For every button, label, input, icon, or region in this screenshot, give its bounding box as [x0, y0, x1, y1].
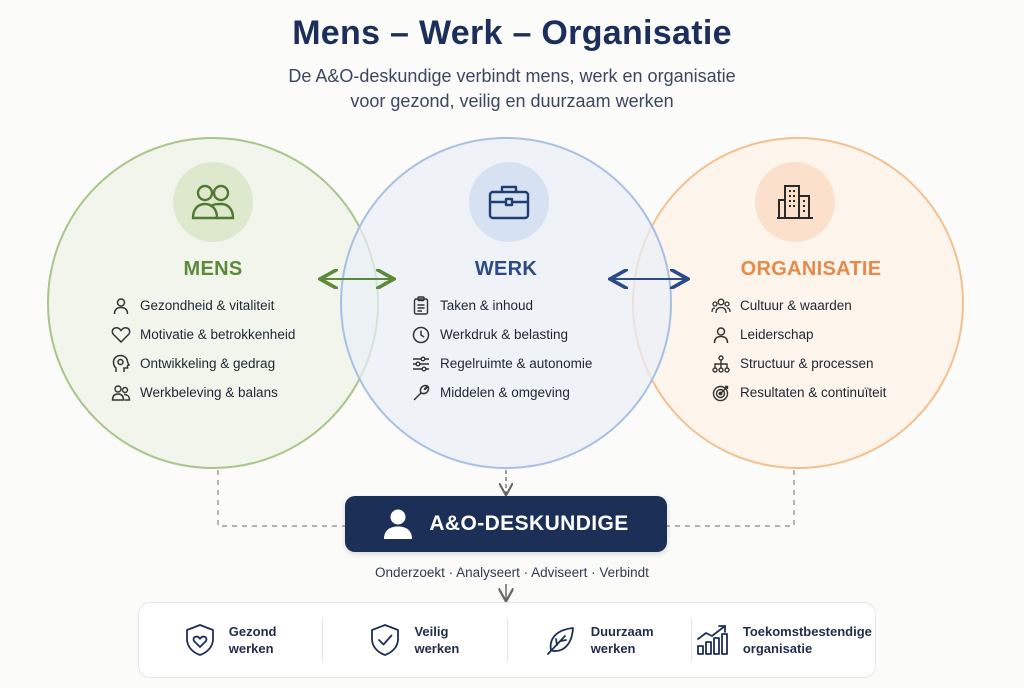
page-subtitle: De A&O-deskundige verbindt mens, werk en…: [0, 64, 1024, 114]
item-label: Structuur & processen: [740, 356, 874, 371]
item-label: Taken & inhoud: [440, 298, 534, 313]
outcome-label-line2: werken: [228, 641, 274, 656]
item-label: Motivatie & betrokkenheid: [140, 327, 296, 342]
mens-item-list: Gezondheid & vitaliteit Motivatie & betr…: [110, 291, 295, 407]
subtitle-line-1: De A&O-deskundige verbindt mens, werk en…: [288, 66, 736, 86]
person-icon: [383, 508, 413, 540]
expert-label: A&O-DESKUNDIGE: [429, 512, 629, 535]
sliders-icon: [410, 354, 432, 374]
clock-icon: [410, 325, 432, 345]
list-item: Resultaten & continuïteit: [710, 378, 886, 407]
item-label: Leiderschap: [740, 327, 814, 342]
list-item: Werkbeleving & balans: [110, 378, 295, 407]
outcomes-bar: Gezond werken Veilig werken Duurzaam wer…: [138, 602, 876, 678]
shield-heart-icon: [185, 623, 215, 657]
page-title: Mens – Werk – Organisatie: [292, 14, 732, 52]
list-item: Motivatie & betrokkenheid: [110, 320, 295, 349]
list-item: Cultuur & waarden: [710, 291, 886, 320]
building-icon: [755, 162, 835, 242]
list-item: Gezondheid & vitaliteit: [110, 291, 295, 320]
outcome-toekomstbestendig: Toekomstbestendige organisatie: [692, 618, 875, 662]
outcome-veilig: Veilig werken: [323, 618, 508, 662]
item-label: Regelruimte & autonomie: [440, 356, 593, 371]
hierarchy-icon: [710, 354, 732, 374]
shield-check-icon: [370, 623, 400, 657]
outcome-duurzaam: Duurzaam werken: [508, 618, 692, 662]
organisatie-heading: ORGANISATIE: [740, 258, 882, 280]
item-label: Werkdruk & belasting: [440, 327, 569, 342]
list-item: Werkdruk & belasting: [410, 320, 592, 349]
person-icon: [110, 296, 132, 316]
outcome-label-line1: Duurzaam: [590, 624, 654, 639]
item-label: Ontwikkeling & gedrag: [140, 356, 276, 371]
item-label: Gezondheid & vitaliteit: [140, 298, 275, 313]
outcome-label-line1: Gezond: [228, 624, 277, 639]
outcome-label-line2: werken: [414, 641, 460, 656]
outcome-label-line1: Toekomstbestendige: [742, 624, 872, 639]
werk-item-list: Taken & inhoud Werkdruk & belasting Rege…: [410, 291, 592, 407]
expert-box: A&O-DESKUNDIGE: [345, 496, 667, 552]
people-icon: [173, 162, 253, 242]
growth-chart-icon: [695, 624, 729, 656]
outcome-label-line2: werken: [590, 641, 636, 656]
item-label: Resultaten & continuïteit: [740, 385, 887, 400]
outcome-label-line2: organisatie: [742, 641, 813, 656]
heart-icon: [110, 325, 132, 345]
outcome-gezond: Gezond werken: [139, 618, 324, 662]
outcome-label-line1: Veilig: [414, 624, 449, 639]
briefcase-icon: [469, 162, 549, 242]
list-item: Taken & inhoud: [410, 291, 592, 320]
mens-connector: [217, 470, 345, 527]
mens-heading: MENS: [183, 258, 243, 280]
subtitle-line-2: voor gezond, veilig en duurzaam werken: [350, 91, 674, 111]
leaf-icon: [545, 624, 577, 656]
target-icon: [710, 383, 732, 403]
item-label: Middelen & omgeving: [440, 385, 570, 400]
list-item: Leiderschap: [710, 320, 886, 349]
organisatie-item-list: Cultuur & waarden Leiderschap Structuur …: [710, 291, 886, 407]
list-item: Structuur & processen: [710, 349, 886, 378]
werk-heading: WERK: [474, 258, 538, 280]
team-icon: [710, 296, 732, 316]
clipboard-icon: [410, 296, 432, 316]
list-item: Middelen & omgeving: [410, 378, 592, 407]
list-item: Regelruimte & autonomie: [410, 349, 592, 378]
expert-roles: Onderzoekt · Analyseert · Adviseert · Ve…: [375, 565, 649, 580]
item-label: Werkbeleving & balans: [140, 385, 278, 400]
wrench-icon: [410, 383, 432, 403]
organisatie-connector: [667, 470, 795, 527]
head-icon: [110, 354, 132, 374]
item-label: Cultuur & waarden: [740, 298, 852, 313]
group-icon: [110, 383, 132, 403]
list-item: Ontwikkeling & gedrag: [110, 349, 295, 378]
person-icon: [710, 325, 732, 345]
